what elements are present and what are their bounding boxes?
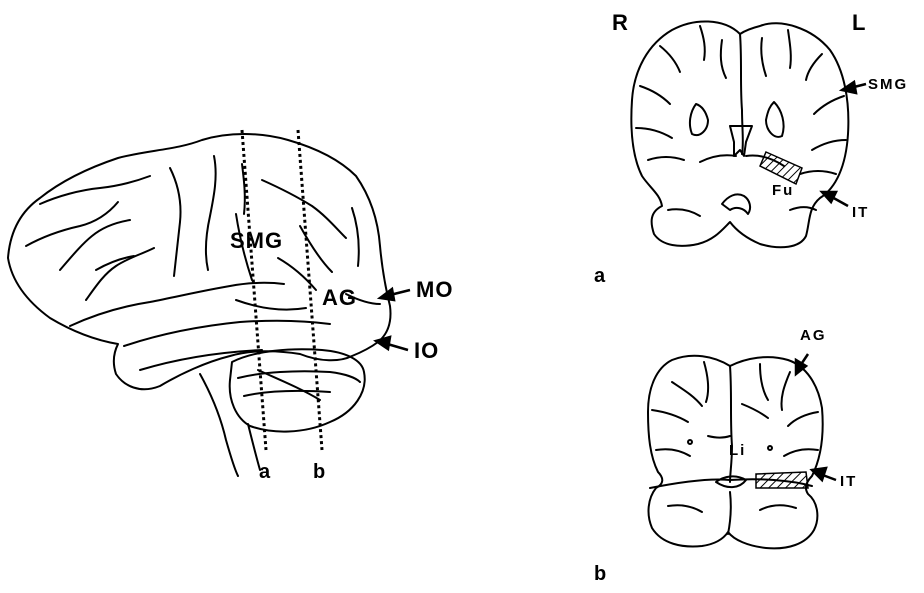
central-sulcus — [206, 156, 216, 270]
label-ag-coronal: AG — [800, 328, 827, 343]
frontal-sulcus — [86, 248, 154, 300]
coronal-a-brainstem — [722, 194, 750, 214]
section-line-b — [298, 130, 322, 450]
cerebellum-fold — [258, 370, 320, 400]
coronal-a-sulcus — [721, 40, 726, 78]
coronal-b-cerebellum-line — [668, 505, 702, 512]
temporal-sulcus — [236, 300, 306, 310]
coronal-a-sulcus — [812, 140, 846, 150]
label-section-b: b — [313, 462, 325, 482]
section-lines — [242, 130, 322, 450]
coronal-a-ventricle-right — [690, 104, 708, 135]
postcentral-sulcus — [242, 164, 245, 214]
label-left: L — [852, 12, 866, 34]
coronal-a-cerebellum-line — [668, 209, 700, 216]
parietal-sulcus — [352, 208, 359, 266]
coronal-a-sulcus — [814, 96, 844, 114]
coronal-a-sulcus — [648, 157, 684, 160]
coronal-a-sulcus — [636, 128, 672, 138]
coronal-a-sulcus — [700, 26, 705, 60]
arrow-it-b-head — [812, 468, 826, 480]
coronal-a-ventricle-left — [766, 102, 784, 137]
cerebellum-fold — [238, 371, 360, 382]
label-fu: Fu — [772, 183, 794, 198]
label-io: IO — [414, 340, 439, 362]
frontal-sulcus — [40, 176, 150, 204]
coronal-b-cerebellum-line — [728, 492, 731, 534]
precentral-sulcus — [170, 168, 181, 276]
coronal-b-cerebellum-line — [760, 505, 796, 510]
arrow-io-head — [376, 337, 390, 349]
coronal-b-sulcus — [760, 364, 768, 400]
lateral-arrows — [376, 289, 410, 350]
label-li: Li — [729, 443, 746, 458]
coronal-a-cerebellum-line — [700, 155, 736, 162]
coronal-b-sulcus — [742, 404, 768, 418]
coronal-b-vessel-dot — [768, 446, 772, 450]
coronal-b-midline — [730, 366, 732, 482]
coronal-b-sulcus — [784, 449, 818, 456]
coronal-a-sulcus — [800, 171, 836, 174]
coronal-b-sulcus — [781, 372, 790, 410]
coronal-a-sulcus — [788, 30, 791, 68]
coronal-b-sulcus — [652, 410, 688, 422]
coronal-b-sulcus — [704, 362, 708, 402]
coronal-a-sulcus — [761, 38, 766, 76]
coronal-b-sulcus — [708, 436, 730, 438]
temporal-sulcus — [124, 321, 330, 346]
coronal-a-sulcus — [640, 86, 670, 104]
coronal-a-arrows — [822, 82, 866, 206]
section-line-a — [242, 130, 266, 450]
coronal-b-sulcus — [656, 449, 690, 456]
label-it-b: IT — [840, 474, 857, 489]
label-panel-b: b — [594, 564, 606, 584]
label-smg-coronal: SMG — [868, 77, 908, 92]
coronal-a-third-ventricle — [730, 126, 752, 156]
coronal-b-sulcus — [788, 412, 818, 426]
coronal-a-midline — [740, 34, 743, 154]
arrow-ag-b-head — [796, 360, 806, 374]
label-right: R — [612, 12, 629, 34]
coronal-b-hatch — [756, 472, 808, 488]
frontal-sulcus — [26, 202, 118, 246]
label-it-a: IT — [852, 205, 869, 220]
brainstem-outline — [200, 374, 238, 476]
label-mo: MO — [416, 279, 453, 301]
coronal-b-vessel-dot — [688, 440, 692, 444]
coronal-a-sulcus — [660, 46, 680, 72]
coronal-b-sulcus — [672, 382, 702, 406]
arrow-it-a-head — [822, 192, 836, 202]
label-smg-lateral: SMG — [230, 230, 283, 252]
label-panel-a: a — [594, 266, 605, 286]
coronal-a — [631, 21, 848, 247]
label-ag-lateral: AG — [322, 287, 357, 309]
coronal-a-sulcus — [806, 54, 822, 80]
label-section-a: a — [259, 462, 270, 482]
coronal-a-fusiform-hatch — [760, 152, 802, 184]
